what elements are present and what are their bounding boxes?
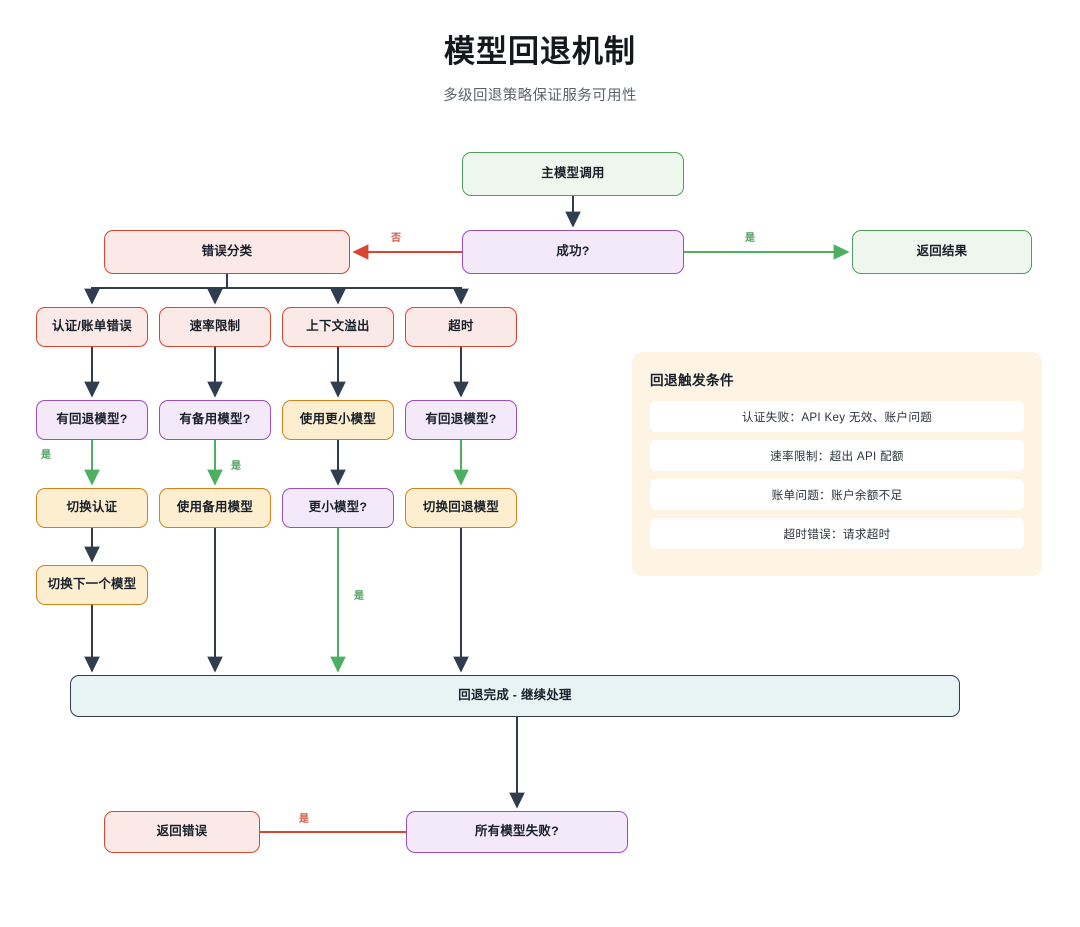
node-success-decision[interactable]: 成功? [462,230,684,274]
node-context-overflow[interactable]: 上下文溢出 [282,307,394,347]
node-use-smaller-model[interactable]: 使用更小模型 [282,400,394,440]
info-panel-title: 回退触发条件 [650,373,734,388]
node-error-classify[interactable]: 错误分类 [104,230,350,274]
edge-label-yes-fallback-1: 是 [41,450,52,461]
node-switch-next-model[interactable]: 切换下一个模型 [36,565,148,605]
page-subtitle: 多级回退策略保证服务可用性 [443,88,637,104]
node-has-backup-model[interactable]: 有备用模型? [159,400,271,440]
node-switch-fallback-model[interactable]: 切换回退模型 [405,488,517,528]
node-fallback-complete[interactable]: 回退完成 - 继续处理 [70,675,960,717]
node-smaller-model-question[interactable]: 更小模型? [282,488,394,528]
info-panel-item: 账单问题：账户余额不足 [650,479,1024,510]
node-main-model-call[interactable]: 主模型调用 [462,152,684,196]
edge-label-yes-smaller-model: 是 [354,591,365,602]
edge-label-yes-success: 是 [745,233,756,244]
node-return-result[interactable]: 返回结果 [852,230,1032,274]
info-panel-item: 速率限制：超出 API 配额 [650,440,1024,471]
node-auth-billing-error[interactable]: 认证/账单错误 [36,307,148,347]
node-switch-auth[interactable]: 切换认证 [36,488,148,528]
edge-label-yes-all-failed: 是 [299,814,310,825]
page-title: 模型回退机制 [444,34,636,69]
node-has-fallback-model-1[interactable]: 有回退模型? [36,400,148,440]
fallback-trigger-conditions-panel: 回退触发条件 认证失败：API Key 无效、账户问题 速率限制：超出 API … [632,352,1042,576]
info-panel-item: 超时错误：请求超时 [650,518,1024,549]
node-timeout[interactable]: 超时 [405,307,517,347]
node-all-models-failed[interactable]: 所有模型失败? [406,811,628,853]
edge-label-yes-backup: 是 [231,461,242,472]
node-use-backup-model[interactable]: 使用备用模型 [159,488,271,528]
node-has-fallback-model-2[interactable]: 有回退模型? [405,400,517,440]
node-rate-limit[interactable]: 速率限制 [159,307,271,347]
info-panel-item: 认证失败：API Key 无效、账户问题 [650,401,1024,432]
node-return-error[interactable]: 返回错误 [104,811,260,853]
edge-label-no-success: 否 [391,233,402,244]
